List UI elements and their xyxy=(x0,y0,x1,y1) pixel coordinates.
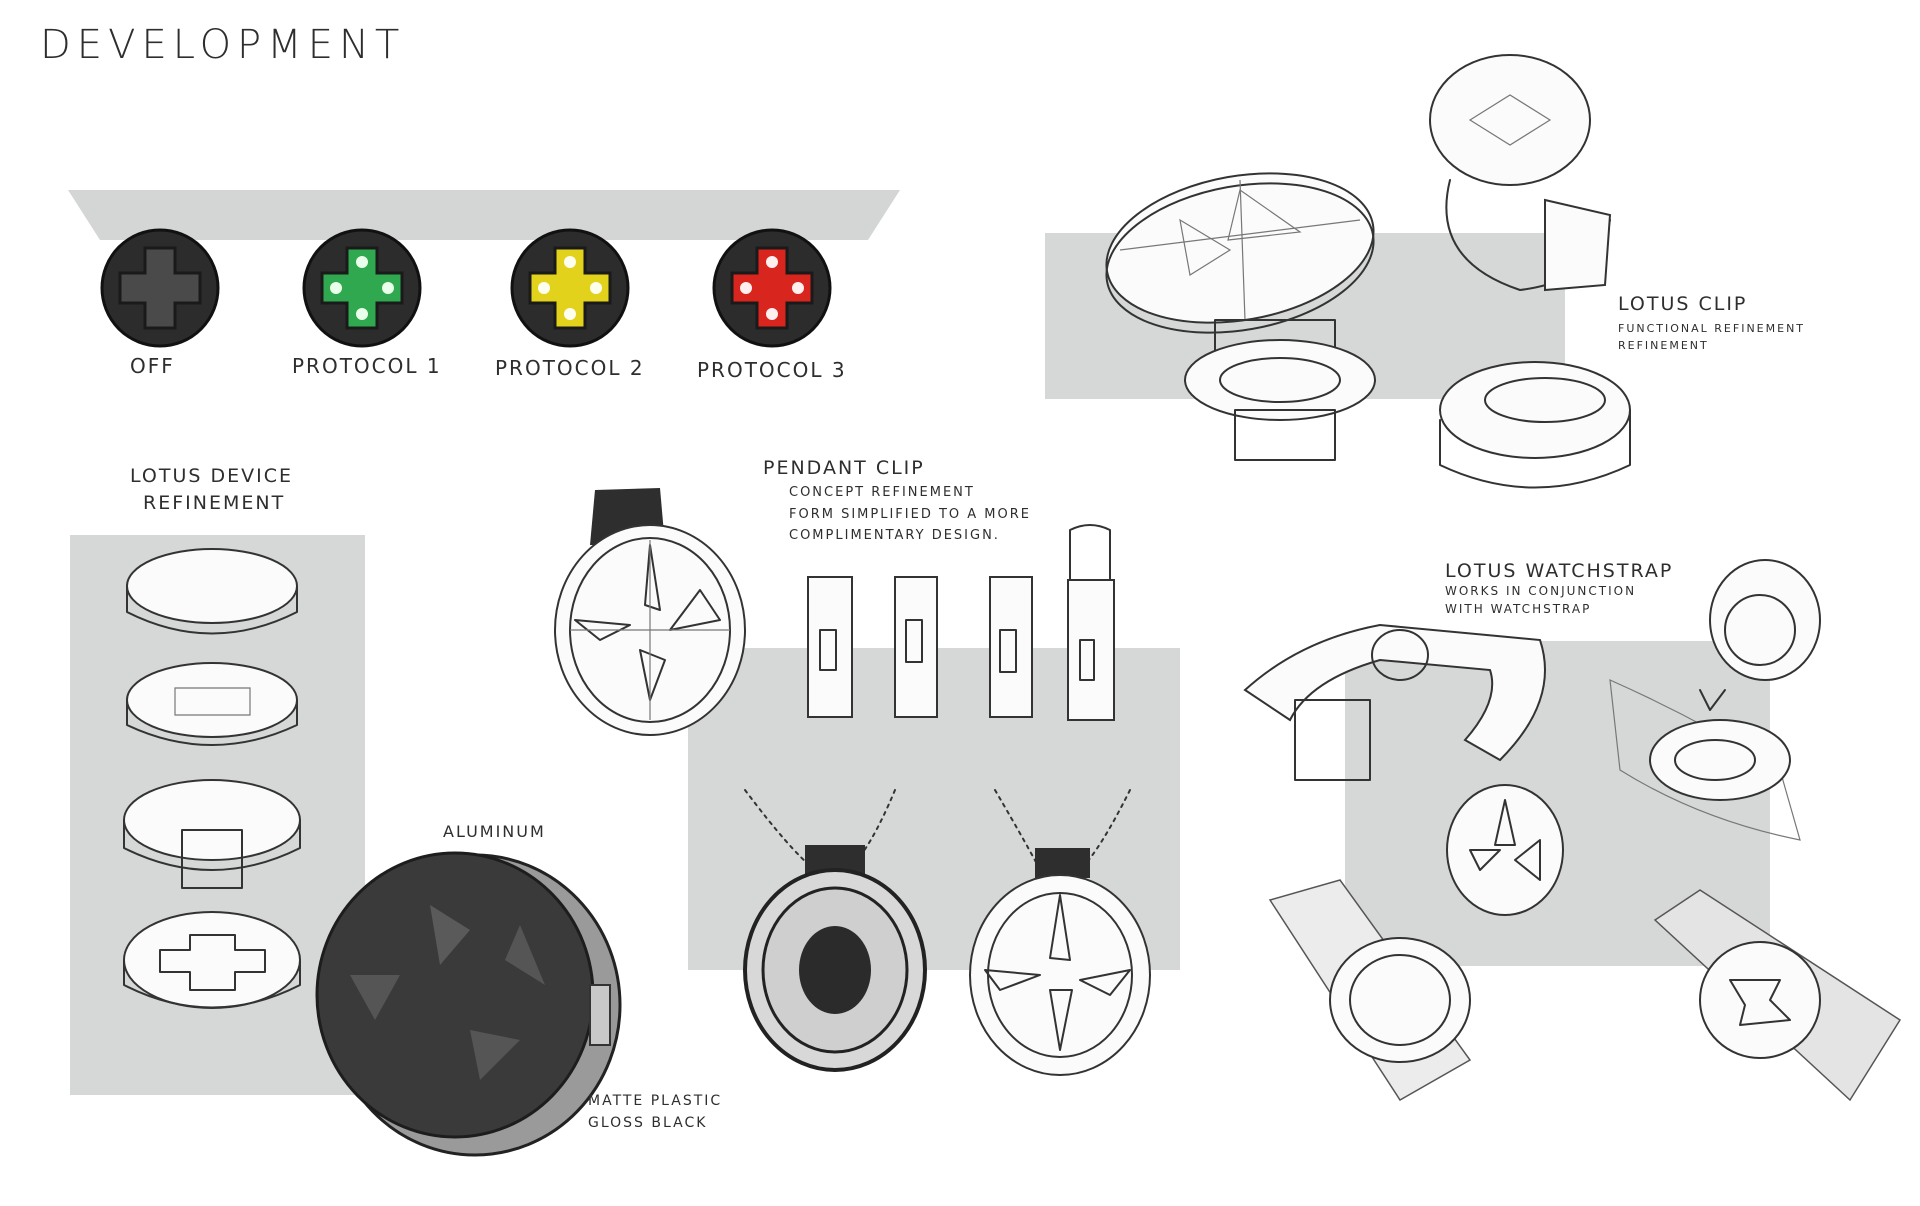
protocol-state-off: Off xyxy=(100,226,230,386)
protocol-state-2: Protocol 2 xyxy=(495,226,690,386)
protocol-state-3: Protocol 3 xyxy=(697,226,892,386)
lotus-device-title-line1: Lotus Device xyxy=(130,465,293,487)
matte-plastic-label: Matte Plastic xyxy=(588,1093,723,1109)
page-title: Development xyxy=(40,22,406,68)
protocol-3-icon xyxy=(712,228,832,348)
lotus-clip-line2: Refinement xyxy=(1618,339,1709,352)
gloss-black-label: Gloss Black xyxy=(588,1115,708,1131)
protocol-1-icon xyxy=(302,228,422,348)
off-icon xyxy=(100,228,220,348)
protocol-state-1: Protocol 1 xyxy=(292,226,482,386)
pendant-clip-line3: complimentary design. xyxy=(789,528,1000,543)
pendant-clip-line1: Concept Refinement xyxy=(789,485,975,500)
pendant-clip-title: Pendant Clip xyxy=(763,457,925,479)
pendant-clip-line2: Form simplified to a more xyxy=(789,507,1032,522)
protocol-label-1: Protocol 1 xyxy=(292,354,442,378)
lotus-watchstrap-title: Lotus Watchstrap xyxy=(1445,560,1674,582)
lotus-device-title-line2: Refinement xyxy=(143,492,286,514)
lotus-watchstrap-line2: with watchstrap xyxy=(1445,602,1592,616)
protocol-2-icon xyxy=(510,228,630,348)
protocol-label-off: Off xyxy=(130,354,175,378)
aluminum-label: Aluminum xyxy=(443,822,546,841)
lotus-clip-line1: Functional Refinement xyxy=(1618,322,1806,335)
protocol-label-3: Protocol 3 xyxy=(697,358,847,382)
protocol-label-2: Protocol 2 xyxy=(495,356,645,380)
lotus-clip-title: Lotus Clip xyxy=(1618,293,1748,315)
lotus-watchstrap-line1: Works in conjunction xyxy=(1445,584,1637,598)
